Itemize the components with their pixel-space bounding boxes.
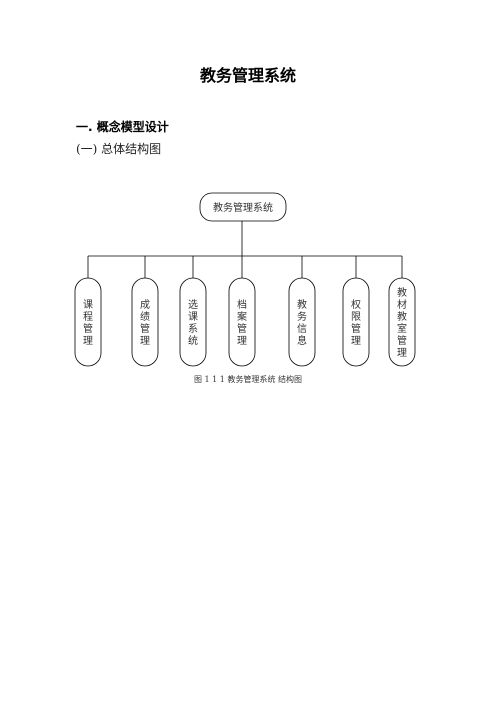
child-node-box: [388, 277, 416, 367]
child-node: 教材教室管理: [388, 277, 416, 367]
child-node: 选课系统: [179, 277, 207, 367]
child-node-box: [228, 277, 256, 367]
subsection-heading: (一) 总体结构图: [76, 142, 162, 156]
child-node-label: 课程管理: [83, 299, 93, 347]
child-node-label: 成绩管理: [140, 299, 150, 347]
root-node-label: 教务管理系统: [213, 201, 273, 214]
child-node: 权限管理: [342, 277, 370, 367]
child-node: 课程管理: [74, 277, 102, 367]
child-node-label: 教材教室管理: [397, 286, 407, 359]
child-node-box: [131, 277, 159, 367]
child-node-label: 档案管理: [237, 298, 247, 347]
section-heading: 一. 概念模型设计: [76, 120, 169, 134]
child-node-box: [74, 277, 102, 367]
child-node-label: 权限管理: [351, 298, 361, 347]
child-node: 教务信息: [288, 277, 316, 367]
child-nodes: 课程管理 成绩管理 选课系统 档案管理 教务信息 权限管理 教材教室管理: [74, 277, 416, 367]
child-node-label: 教务信息: [297, 298, 307, 347]
page-title: 教务管理系统: [199, 66, 296, 85]
root-node-box: [199, 192, 287, 222]
child-node-box: [288, 277, 316, 367]
child-node-box: [179, 277, 207, 367]
root-node: 教务管理系统: [199, 192, 287, 222]
child-node-box: [342, 277, 370, 367]
figure-caption: 图 1 1 1 教务管理系统 结构图: [194, 375, 302, 384]
child-node: 成绩管理: [131, 277, 159, 367]
child-node-label: 选课系统: [188, 298, 198, 347]
child-node: 档案管理: [228, 277, 256, 367]
diagram-connectors: [87, 221, 403, 278]
